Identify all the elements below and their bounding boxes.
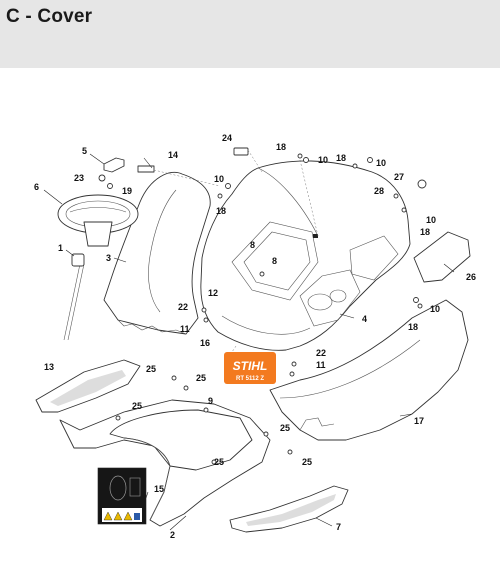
callout-24: 24 bbox=[222, 133, 232, 143]
callout-7: 7 bbox=[336, 522, 341, 532]
callout-22-b: 22 bbox=[316, 348, 326, 358]
callout-28: 28 bbox=[374, 186, 384, 196]
part-steering-wheel bbox=[57, 194, 139, 341]
callout-11-a: 11 bbox=[180, 324, 190, 334]
page-title: C - Cover bbox=[6, 6, 93, 27]
part-right-mat bbox=[229, 485, 349, 533]
part-left-panel bbox=[103, 172, 211, 335]
part-right-fender bbox=[269, 299, 469, 441]
callout-3: 3 bbox=[106, 253, 111, 263]
callout-10-c: 10 bbox=[376, 158, 386, 168]
callout-13: 13 bbox=[44, 362, 54, 372]
leader-lines bbox=[43, 153, 455, 531]
part-floor-deck bbox=[59, 399, 271, 527]
callout-11-b: 11 bbox=[316, 360, 326, 370]
brand-model-text: RT 5112 Z bbox=[236, 376, 264, 382]
callout-1: 1 bbox=[58, 243, 63, 253]
part-control-decal bbox=[97, 467, 147, 525]
callout-10-e: 10 bbox=[430, 304, 440, 314]
callout-4: 4 bbox=[362, 314, 367, 324]
part-main-hood bbox=[200, 160, 411, 351]
callout-25-b: 25 bbox=[196, 373, 206, 383]
part-small-covers bbox=[103, 147, 249, 173]
callout-17: 17 bbox=[414, 416, 424, 426]
assembly-guide-lines bbox=[153, 149, 319, 353]
callout-2: 2 bbox=[170, 530, 175, 540]
callout-25-c: 25 bbox=[132, 401, 142, 411]
callout-27: 27 bbox=[394, 172, 404, 182]
callout-23: 23 bbox=[74, 173, 84, 183]
callout-25-e: 25 bbox=[214, 457, 224, 467]
callout-16: 16 bbox=[200, 338, 210, 348]
callout-10-b: 10 bbox=[318, 155, 328, 165]
callout-14: 14 bbox=[168, 150, 178, 160]
hardware-fasteners bbox=[98, 153, 427, 465]
part-left-mat bbox=[35, 359, 141, 413]
callout-25-a: 25 bbox=[146, 364, 156, 374]
callout-8-lower: 8 bbox=[272, 256, 277, 266]
callout-25-f: 25 bbox=[302, 457, 312, 467]
callout-25-d: 25 bbox=[280, 423, 290, 433]
callout-19: 19 bbox=[122, 186, 132, 196]
part-rear-flap bbox=[413, 231, 471, 283]
callout-5: 5 bbox=[82, 146, 87, 156]
callout-18-a: 18 bbox=[276, 142, 286, 152]
callout-26: 26 bbox=[466, 272, 476, 282]
callout-18-d: 18 bbox=[420, 227, 430, 237]
callout-18-e: 18 bbox=[408, 322, 418, 332]
callout-8-upper: 8 bbox=[250, 240, 255, 250]
header-bar: C - Cover bbox=[0, 0, 500, 68]
stihl-logo bbox=[224, 352, 276, 384]
part-brand-decal: STIHL RT 5112 Z bbox=[224, 352, 276, 384]
callout-10-d: 10 bbox=[426, 215, 436, 225]
callout-9: 9 bbox=[208, 396, 213, 406]
callout-6: 6 bbox=[34, 182, 39, 192]
callout-12: 12 bbox=[208, 288, 218, 298]
callout-18-c: 18 bbox=[216, 206, 226, 216]
callout-labels: 1 2 3 4 5 6 7 8 8 9 10 10 10 10 10 11 11… bbox=[34, 133, 476, 540]
callout-10-a: 10 bbox=[214, 174, 224, 184]
callout-15: 15 bbox=[154, 484, 164, 494]
brand-name-text: STIHL bbox=[233, 359, 268, 373]
callout-18-b: 18 bbox=[336, 153, 346, 163]
callout-22-a: 22 bbox=[178, 302, 188, 312]
